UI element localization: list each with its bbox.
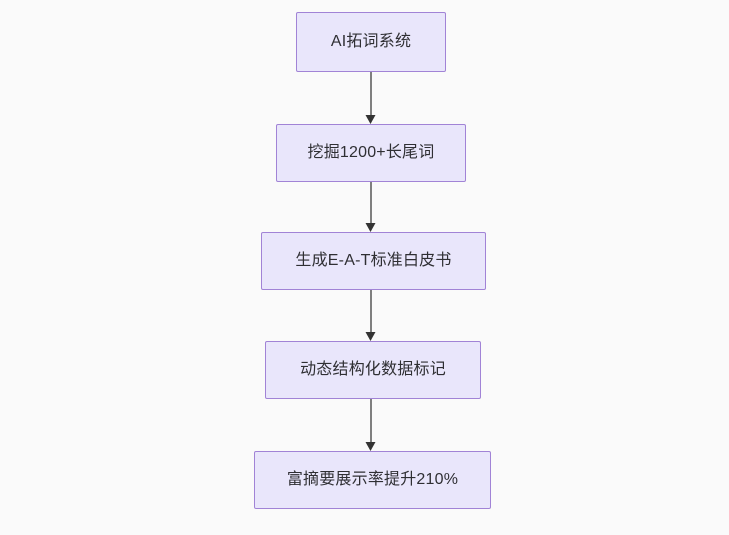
flow-node-n1[interactable]: AI拓词系统 — [296, 12, 446, 72]
arrowhead-down-icon — [365, 115, 376, 124]
connector-line — [370, 290, 372, 332]
flow-node-n3[interactable]: 生成E-A-T标准白皮书 — [261, 232, 486, 290]
flow-node-label: AI拓词系统 — [330, 33, 412, 50]
arrowhead-down-icon — [365, 332, 376, 341]
connector-line — [370, 182, 372, 223]
flow-node-label: 挖掘1200+长尾词 — [307, 144, 435, 161]
flow-node-label: 富摘要展示率提升210% — [286, 471, 459, 488]
arrowhead-down-icon — [365, 223, 376, 232]
arrowhead-down-icon — [365, 442, 376, 451]
connector-line — [370, 72, 372, 115]
flow-node-n4[interactable]: 动态结构化数据标记 — [265, 341, 481, 399]
flow-node-label: 动态结构化数据标记 — [300, 361, 446, 378]
connector-line — [370, 399, 372, 442]
flow-node-n2[interactable]: 挖掘1200+长尾词 — [276, 124, 466, 182]
flow-node-label: 生成E-A-T标准白皮书 — [295, 252, 452, 269]
flow-node-n5[interactable]: 富摘要展示率提升210% — [254, 451, 491, 509]
